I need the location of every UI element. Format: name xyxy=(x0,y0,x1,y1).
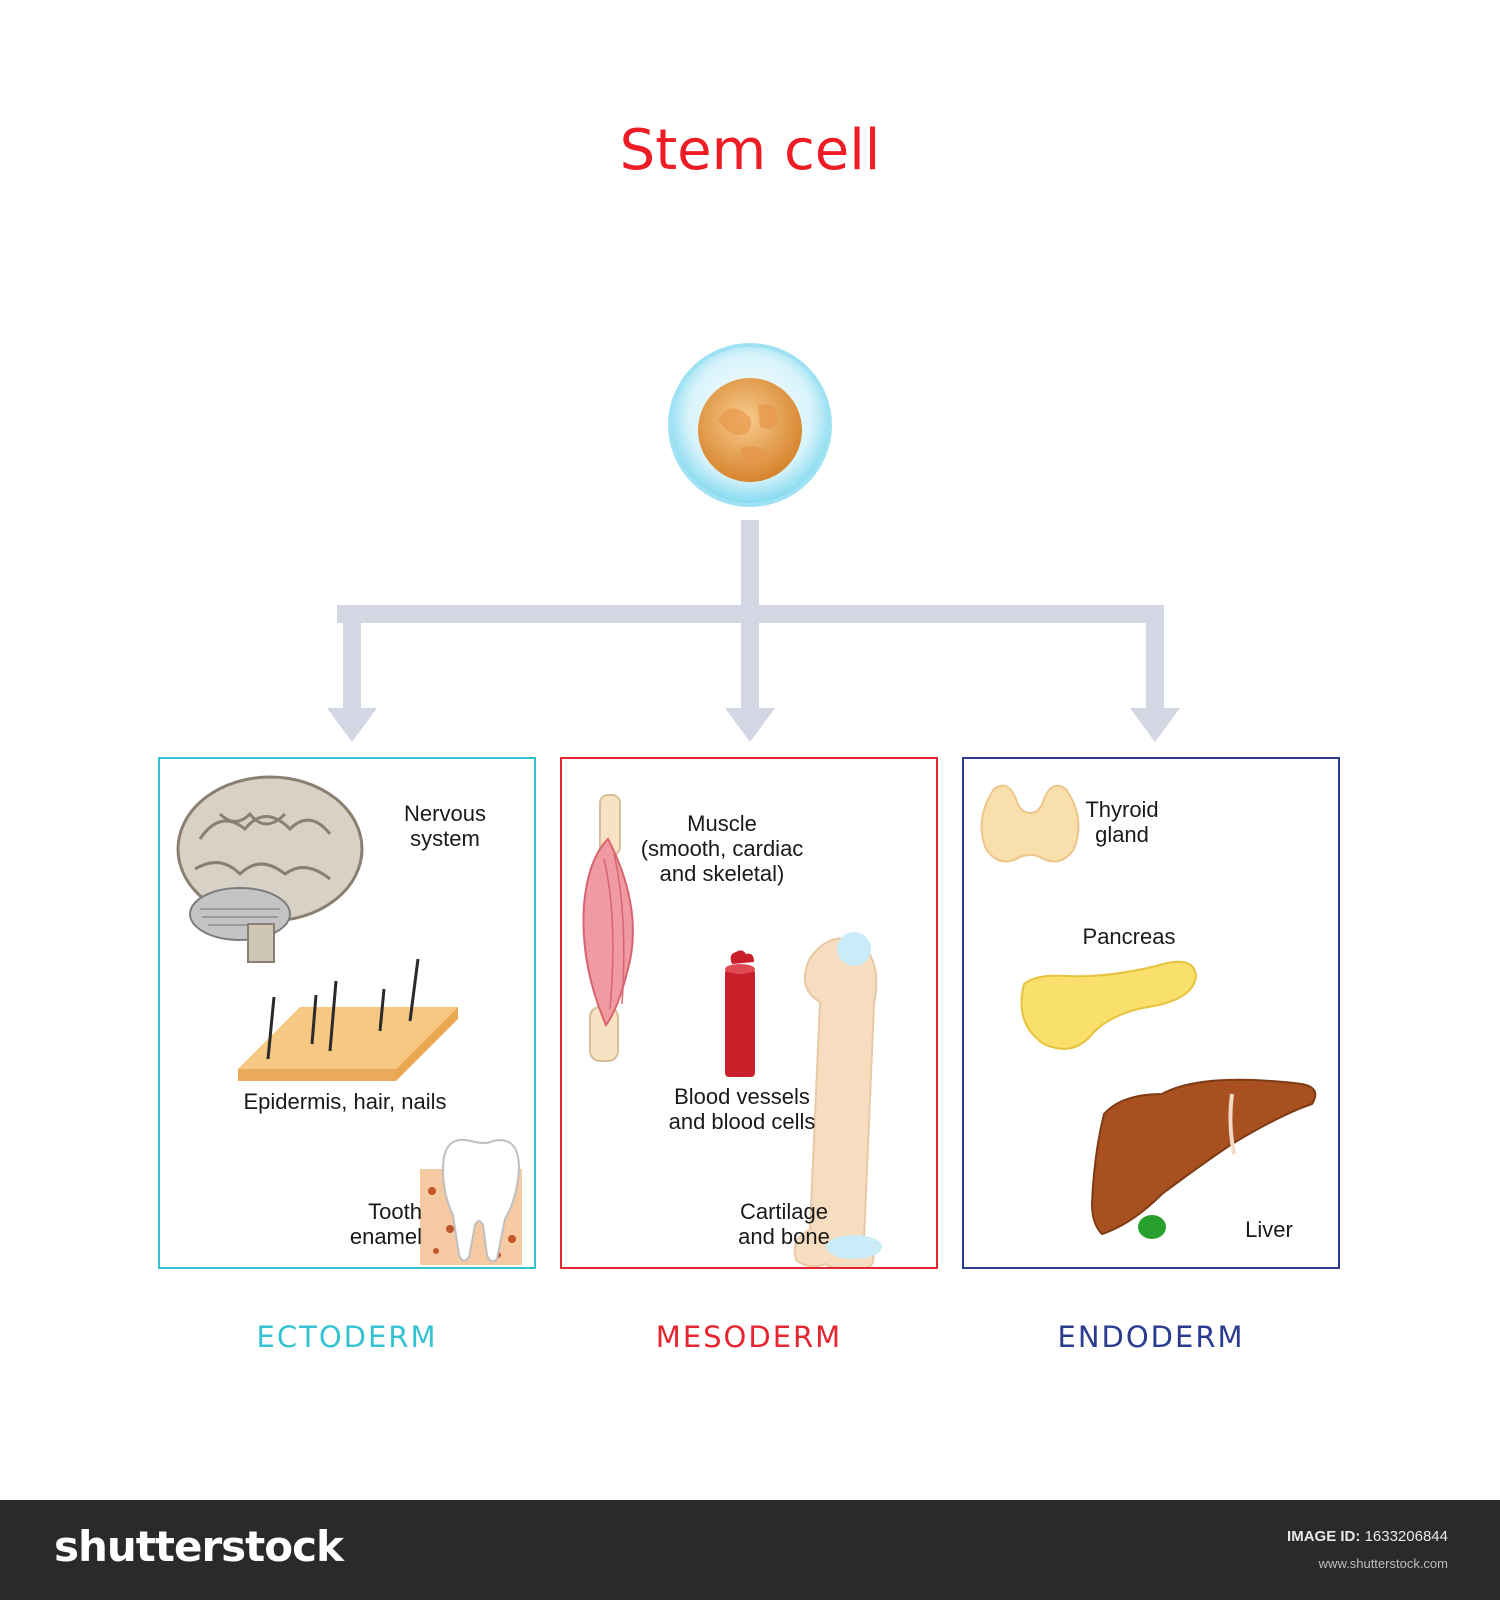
skin-hair-icon xyxy=(238,958,458,1081)
germ-layer-endoderm: ENDODERM xyxy=(1057,1320,1245,1354)
image-id: IMAGE ID: 1633206844 xyxy=(1287,1528,1448,1545)
liver-icon xyxy=(1090,1078,1317,1239)
diagram-title: Stem cell xyxy=(619,118,881,183)
brain-icon xyxy=(176,775,364,963)
mesoderm-illustrations xyxy=(582,794,882,1267)
label-blood-vessels: Blood vessels and blood cells xyxy=(668,1084,816,1134)
shutterstock-logo: shutterstock xyxy=(54,1522,344,1571)
arrow-trunk xyxy=(741,520,759,617)
endoderm-panel: Thyroid gland Pancreas Liver xyxy=(962,757,1340,1269)
label-liver: Liver xyxy=(1245,1217,1293,1242)
bone-icon xyxy=(793,932,882,1267)
tooth-icon xyxy=(420,1138,522,1265)
mesoderm-panel: Muscle (smooth, cardiac and skeletal) Bl… xyxy=(560,757,938,1269)
blood-vessel-icon xyxy=(725,950,755,1077)
pancreas-icon xyxy=(1020,960,1198,1050)
germ-layer-ectoderm: ECTODERM xyxy=(256,1320,438,1354)
footer-url: www.shutterstock.com xyxy=(1318,1556,1448,1571)
endoderm-illustrations xyxy=(980,784,1317,1239)
germ-layer-mesoderm: MESODERM xyxy=(655,1320,843,1354)
ectoderm-illustrations xyxy=(176,775,522,1265)
diagram-canvas xyxy=(327,343,1180,742)
label-muscle: Muscle (smooth, cardiac and skeletal) xyxy=(640,811,804,886)
label-pancreas: Pancreas xyxy=(1082,924,1176,949)
arrow-to-endoderm xyxy=(1130,610,1180,742)
label-thyroid: Thyroid gland xyxy=(1085,797,1159,847)
label-nervous-system: Nervous system xyxy=(404,801,486,851)
image-id-label: IMAGE ID: xyxy=(1287,1528,1361,1545)
image-id-value: 1633206844 xyxy=(1364,1528,1448,1545)
arrow-to-mesoderm xyxy=(725,610,775,742)
thyroid-icon xyxy=(980,784,1080,863)
muscle-icon xyxy=(582,794,634,1062)
arrow-to-ectoderm xyxy=(327,610,377,742)
footer-bar: shutterstock IMAGE ID: 1633206844 www.sh… xyxy=(0,1500,1500,1600)
stem-cell-icon xyxy=(668,343,832,507)
connector-arrows xyxy=(327,520,1180,742)
ectoderm-panel: Nervous system Epidermis, hair, nails To… xyxy=(158,757,536,1269)
label-epidermis: Epidermis, hair, nails xyxy=(243,1089,447,1114)
label-cartilage-bone: Cartilage and bone xyxy=(738,1199,830,1249)
label-tooth-enamel: Tooth enamel xyxy=(349,1199,422,1249)
